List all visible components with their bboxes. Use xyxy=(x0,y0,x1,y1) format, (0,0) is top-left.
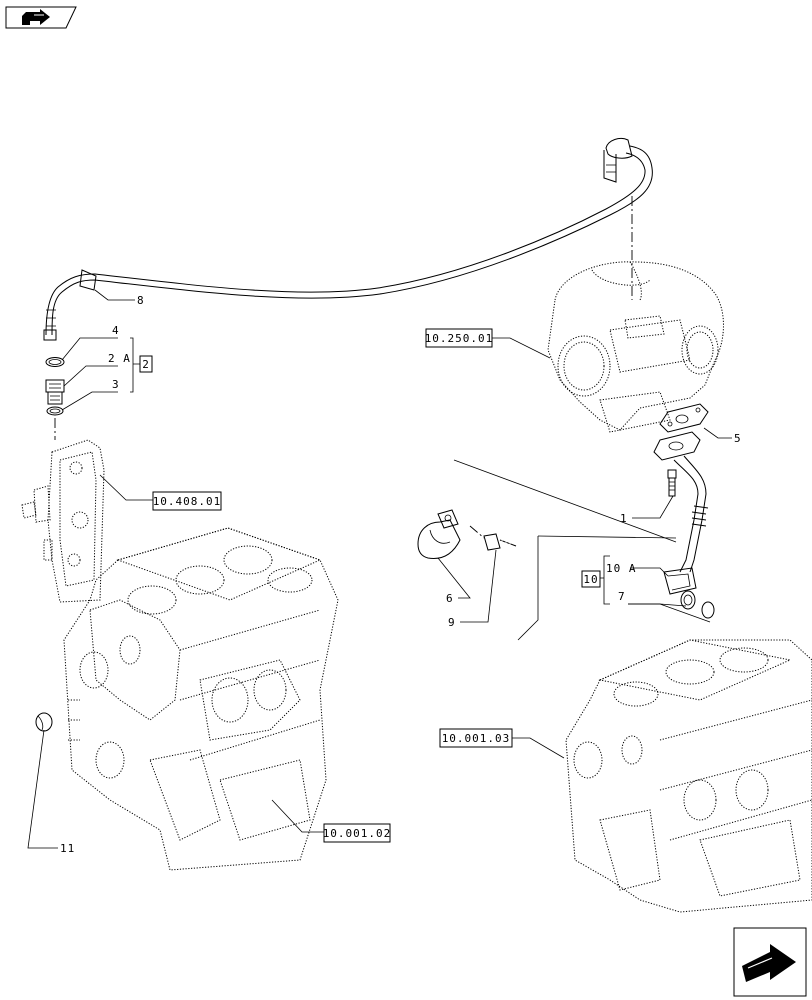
oil-filter-head-outline xyxy=(21,439,105,603)
callout-10[interactable]: 10 xyxy=(583,573,598,586)
callout-box-2[interactable]: 2 xyxy=(139,355,153,373)
callout-5[interactable]: 5 xyxy=(734,432,742,445)
callout-10a[interactable]: 10 A xyxy=(606,562,637,575)
oil-feed-hose xyxy=(43,137,653,341)
callout-2[interactable]: 2 xyxy=(142,358,150,371)
back-arrow-icon[interactable] xyxy=(5,6,77,29)
bolt xyxy=(667,469,677,497)
callout-6[interactable]: 6 xyxy=(446,592,454,605)
callout-3[interactable]: 3 xyxy=(112,378,120,391)
adapter-fitting xyxy=(45,357,65,416)
callout-box-10[interactable]: 10 xyxy=(581,570,601,588)
union-fitting xyxy=(680,590,715,619)
ref-box-engine-right[interactable]: 10.001.03 xyxy=(439,728,513,748)
ref-label-oil-filter[interactable]: 10.408.01 xyxy=(153,495,222,508)
ref-label-engine-right[interactable]: 10.001.03 xyxy=(442,732,511,745)
ref-box-turbocharger[interactable]: 10.250.01 xyxy=(425,328,494,348)
gasket xyxy=(659,403,709,433)
oil-drain-tube xyxy=(653,431,709,595)
callout-9[interactable]: 9 xyxy=(448,616,456,629)
ref-label-engine-left[interactable]: 10.001.02 xyxy=(323,827,392,840)
engine-block-right xyxy=(565,639,812,913)
next-page-arrow-icon[interactable] xyxy=(733,927,807,997)
clamp-bolt xyxy=(469,525,517,551)
callout-8[interactable]: 8 xyxy=(137,294,145,307)
clamp xyxy=(417,509,461,559)
callout-4[interactable]: 4 xyxy=(112,324,120,337)
ref-label-turbocharger[interactable]: 10.250.01 xyxy=(425,332,494,345)
core-plug xyxy=(35,712,53,732)
callout-1[interactable]: 1 xyxy=(620,512,628,525)
callout-11[interactable]: 11 xyxy=(60,842,75,855)
callout-7[interactable]: 7 xyxy=(618,590,626,603)
turbocharger-outline xyxy=(547,261,724,433)
engine-block-left xyxy=(63,527,339,871)
leader-lines xyxy=(27,289,732,849)
callout-2a[interactable]: 2 A xyxy=(108,352,131,365)
ref-box-engine-left[interactable]: 10.001.02 xyxy=(323,823,392,843)
ref-box-oil-filter[interactable]: 10.408.01 xyxy=(152,491,222,511)
